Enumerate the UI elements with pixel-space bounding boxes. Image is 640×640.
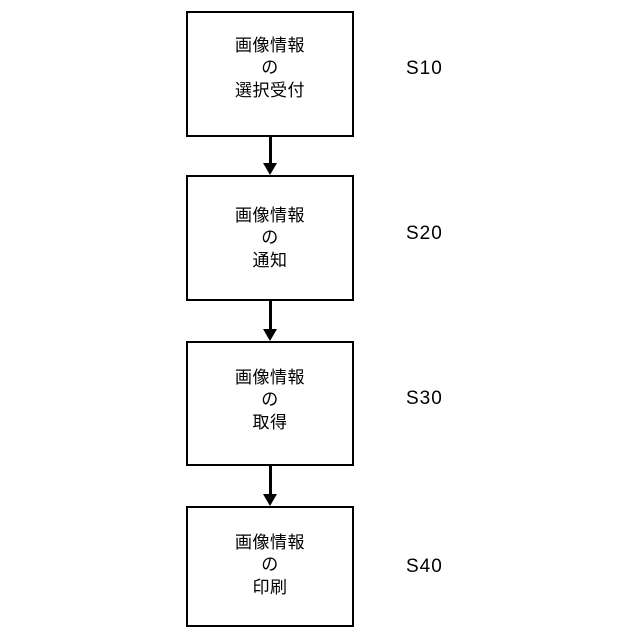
process-box-s10[interactable]: 画像情報 の 選択受付 xyxy=(186,11,354,137)
step-reference-s40: S40 xyxy=(406,556,443,577)
down-arrow-icon-s30-to-s40 xyxy=(263,466,277,506)
process-box-s20-label: 画像情報 の 通知 xyxy=(235,206,305,271)
down-arrow-icon-s10-to-s20 xyxy=(263,137,277,175)
arrow-shaft xyxy=(268,301,272,331)
process-box-s20[interactable]: 画像情報 の 通知 xyxy=(186,175,354,301)
arrow-shaft xyxy=(268,466,272,496)
arrow-head xyxy=(263,329,277,341)
step-reference-s10: S10 xyxy=(406,58,443,79)
arrow-shaft xyxy=(268,137,272,165)
arrow-head xyxy=(263,494,277,506)
down-arrow-icon-s20-to-s30 xyxy=(263,301,277,341)
process-box-s40-label: 画像情報 の 印刷 xyxy=(235,533,305,598)
process-box-s30[interactable]: 画像情報 の 取得 xyxy=(186,341,354,466)
process-box-s30-label: 画像情報 の 取得 xyxy=(235,368,305,433)
step-reference-s30: S30 xyxy=(406,388,443,409)
step-reference-s20: S20 xyxy=(406,223,443,244)
process-box-s40[interactable]: 画像情報 の 印刷 xyxy=(186,506,354,627)
process-box-s10-label: 画像情報 の 選択受付 xyxy=(235,36,305,101)
arrow-head xyxy=(263,163,277,175)
